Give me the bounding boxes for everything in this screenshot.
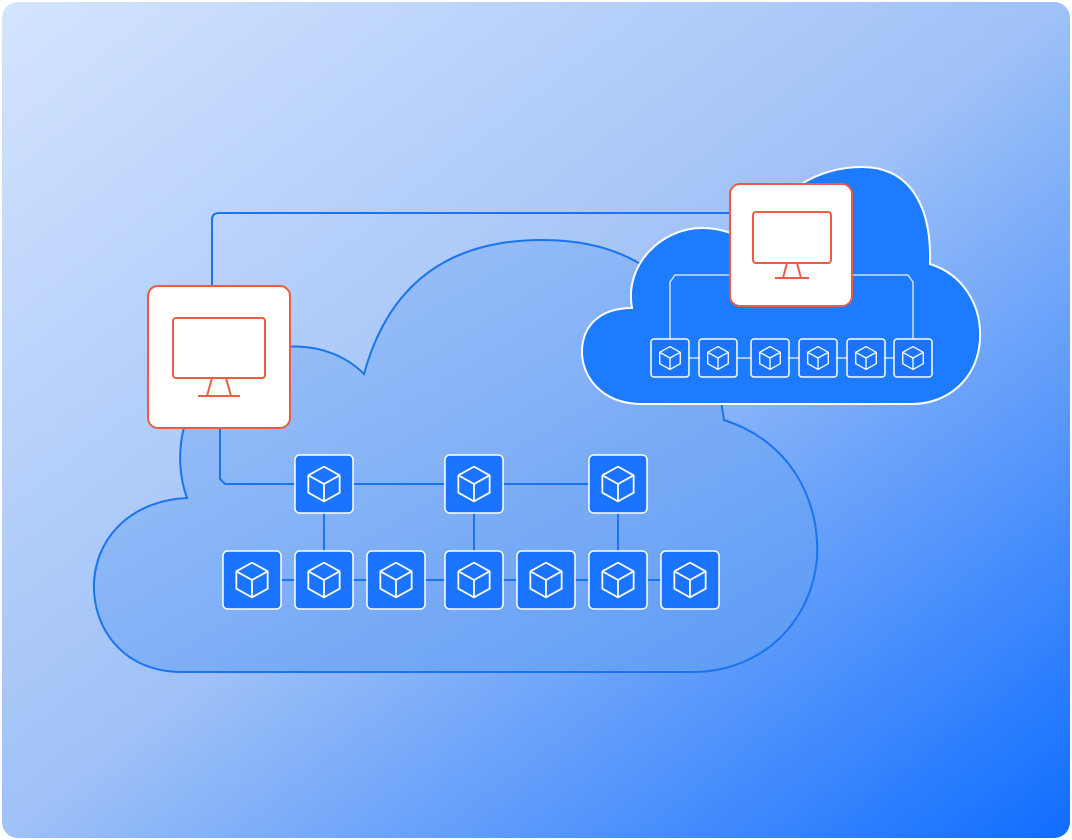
connector-line <box>669 274 730 339</box>
node-box[interactable] <box>893 338 933 378</box>
large-cloud-monitor-card[interactable] <box>147 285 291 429</box>
small-cloud-nodes <box>650 338 933 378</box>
node-box[interactable] <box>798 338 838 378</box>
cube-icon <box>379 561 413 599</box>
cube-icon <box>659 345 681 371</box>
cube-icon <box>307 561 341 599</box>
node-box[interactable] <box>366 550 426 610</box>
node-box[interactable] <box>294 454 354 514</box>
node-box[interactable] <box>294 550 354 610</box>
small-cloud-monitor-card[interactable] <box>729 183 853 307</box>
cube-icon <box>235 561 269 599</box>
cube-icon <box>807 345 829 371</box>
cube-icon <box>457 561 491 599</box>
cube-icon <box>707 345 729 371</box>
cube-icon <box>759 345 781 371</box>
cube-icon <box>601 561 635 599</box>
top-connector-line <box>211 212 792 287</box>
large-cloud-nodes <box>222 454 720 610</box>
connector-line <box>852 274 914 339</box>
connector-line <box>219 428 324 485</box>
monitor-icon <box>172 317 266 397</box>
cube-icon <box>855 345 877 371</box>
cube-icon <box>529 561 563 599</box>
node-box[interactable] <box>516 550 576 610</box>
node-box[interactable] <box>698 338 738 378</box>
node-box[interactable] <box>588 454 648 514</box>
node-box[interactable] <box>444 550 504 610</box>
node-box[interactable] <box>750 338 790 378</box>
node-box[interactable] <box>846 338 886 378</box>
node-box[interactable] <box>660 550 720 610</box>
cube-icon <box>601 465 635 503</box>
cube-icon <box>307 465 341 503</box>
node-box[interactable] <box>444 454 504 514</box>
cube-icon <box>457 465 491 503</box>
monitor-icon <box>752 211 832 279</box>
node-box[interactable] <box>222 550 282 610</box>
node-box[interactable] <box>588 550 648 610</box>
node-box[interactable] <box>650 338 690 378</box>
cube-icon <box>673 561 707 599</box>
cube-icon <box>902 345 924 371</box>
